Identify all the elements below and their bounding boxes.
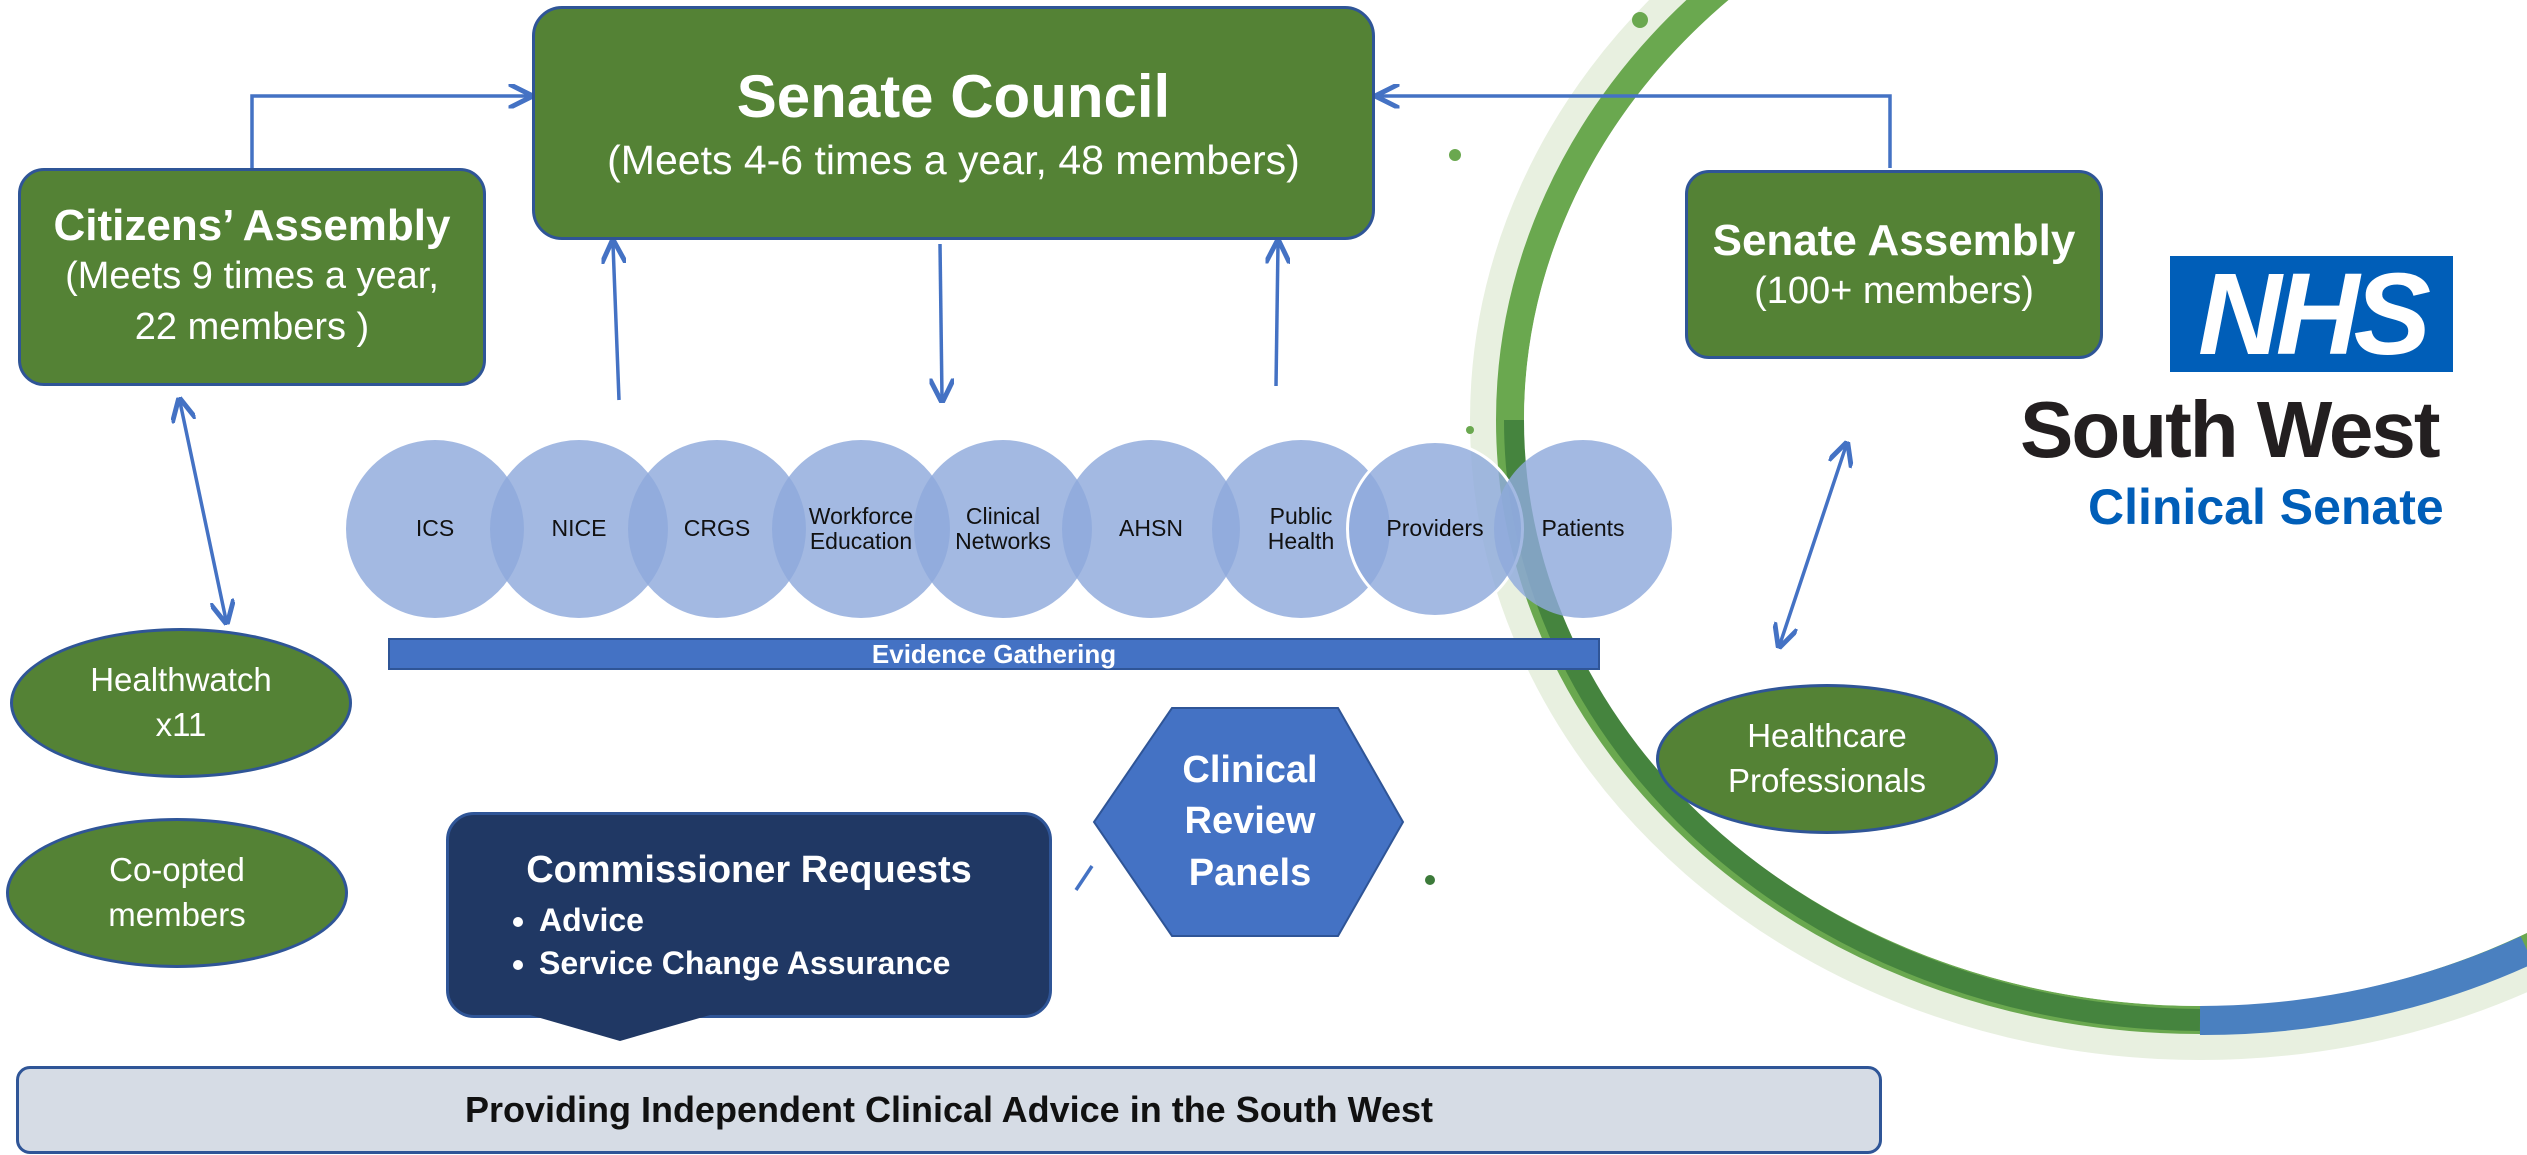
nhs-logo-org: Clinical Senate — [2088, 479, 2444, 535]
nhs-logo-mark: NHS — [2170, 256, 2453, 372]
healthcare-professionals-oval: Healthcare Professionals — [1656, 684, 1998, 834]
circle-ahsn: AHSN — [1062, 440, 1240, 618]
circle-ahsn-label: AHSN — [1119, 515, 1183, 542]
clinical-review-panels-label: Clinical Review Panels — [1182, 749, 1318, 894]
senate-council-title: Senate Council — [736, 63, 1171, 130]
citizens-assembly-title: Citizens’ Assembly — [53, 200, 451, 250]
circle-ics-label: ICS — [415, 515, 455, 542]
senate-assembly-title: Senate Assembly — [1712, 216, 2076, 265]
clinical-review-panels: Clinical Review Panels — [1095, 708, 1405, 936]
healthwatch-label: Healthwatch x11 — [90, 661, 272, 743]
co-opted-members-label: Co-opted members — [108, 851, 246, 933]
senate-council-subtitle: (Meets 4-6 times a year, 48 members) — [607, 137, 1300, 183]
commissioner-item-advice: Advice — [539, 902, 1049, 939]
circle-patients-label: Patients — [1541, 515, 1625, 542]
connector-arrows — [180, 96, 1892, 891]
healthcare-professionals-label: Healthcare Professionals — [1727, 717, 1927, 799]
footer-banner: Providing Independent Clinical Advice in… — [16, 1066, 1882, 1154]
commissioner-requests-title: Commissioner Requests — [526, 849, 972, 891]
senate-assembly-subtitle: (100+ members) — [1754, 270, 2034, 312]
nhs-logo-region: South West — [2020, 385, 2441, 474]
circle-nice-label: NICE — [551, 515, 607, 542]
citizens-assembly-box: Citizens’ Assembly (Meets 9 times a year… — [18, 168, 486, 386]
evidence-gathering-bar: Evidence Gathering — [388, 638, 1600, 670]
citizens-assembly-subtitle: (Meets 9 times a year, 22 members ) — [65, 254, 439, 348]
commissioner-callout-pointer — [530, 1015, 710, 1041]
commissioner-item-service-change: Service Change Assurance — [539, 945, 1049, 982]
senate-council-box: Senate Council (Meets 4-6 times a year, … — [532, 6, 1375, 240]
senate-assembly-box: Senate Assembly (100+ members) — [1685, 170, 2103, 359]
commissioner-requests-list: Advice Service Change Assurance — [449, 902, 1049, 982]
circle-workforce-education-label: Workforce Education — [808, 502, 914, 554]
commissioner-requests-box: Commissioner Requests Advice Service Cha… — [446, 812, 1052, 1018]
circle-providers-label: Providers — [1386, 515, 1484, 542]
healthwatch-oval: Healthwatch x11 — [10, 628, 352, 778]
circle-public-health-label: Public Health — [1267, 502, 1335, 554]
co-opted-members-oval: Co-opted members — [6, 818, 348, 968]
circle-patients: Patients — [1494, 440, 1672, 618]
clinical-review-panels-hexagon — [1092, 707, 1405, 937]
circle-crgs-label: CRGS — [683, 515, 751, 542]
circle-clinical-networks-label: Clinical Networks — [955, 502, 1051, 554]
